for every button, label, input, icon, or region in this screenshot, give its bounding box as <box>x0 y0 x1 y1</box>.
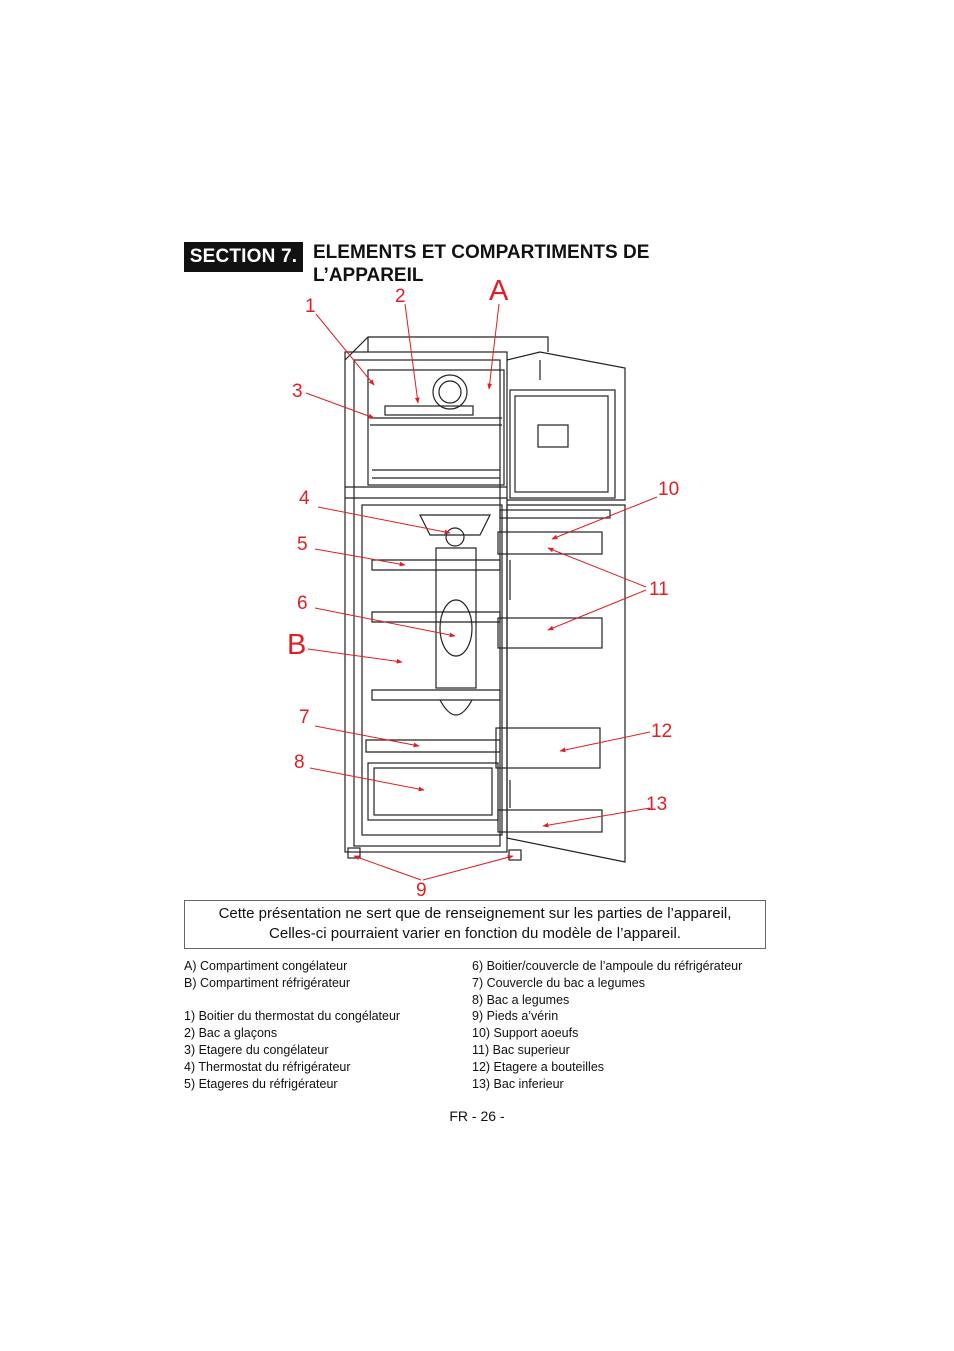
callout-2: 2 <box>395 286 406 307</box>
notice-box: Cette présentation ne sert que de rensei… <box>184 900 766 949</box>
legend-item: 2) Bac a glaçons <box>184 1026 278 1041</box>
callout-4: 4 <box>299 488 310 509</box>
notice-line1: Cette présentation ne sert que de rensei… <box>218 905 732 922</box>
legend-item: 3) Etagere du congélateur <box>184 1042 329 1057</box>
section-title: ELEMENTS ET COMPARTIMENTS DE L’APPAREIL <box>313 241 673 287</box>
legend-spacer <box>184 992 400 1009</box>
page-number: FR - 26 - <box>449 1108 505 1124</box>
callout-13: 13 <box>646 794 667 815</box>
legend-item: 13) Bac inferieur <box>472 1076 564 1091</box>
notice-line2: Celles-ci pourraient varier en fonction … <box>269 925 681 942</box>
callout-12: 12 <box>651 721 672 742</box>
callout-11: 11 <box>649 579 669 600</box>
callout-9: 9 <box>416 880 427 901</box>
fridge-cabinet <box>344 336 626 863</box>
legend-left: A) Compartiment congélateur B) Compartim… <box>184 958 400 1092</box>
callout-B: B <box>287 629 306 661</box>
callout-10: 10 <box>658 479 679 500</box>
legend-item: 4) Thermostat du réfrigérateur <box>184 1059 351 1074</box>
legend-item: 5) Etageres du réfrigérateur <box>184 1076 338 1091</box>
callout-6: 6 <box>297 593 308 614</box>
callout-lines <box>305 303 658 881</box>
legend-item: 9) Pieds a’vérin <box>472 1009 559 1024</box>
legend-item: 7) Couvercle du bac a legumes <box>472 975 646 990</box>
legend-item: 1) Boitier du thermostat du congélateur <box>184 1009 401 1024</box>
legend-item: 11) Bac superieur <box>472 1042 570 1057</box>
legend-item: A) Compartiment congélateur <box>184 959 348 973</box>
legend-item: 8) Bac a legumes <box>472 992 570 1007</box>
legend-right: 6) Boitier/couvercle de l’ampoule du réf… <box>472 958 742 1092</box>
callout-5: 5 <box>297 534 308 555</box>
section-title-line1: ELEMENTS ET COMPARTIMENTS DE <box>313 242 650 263</box>
callout-labels: 1 2 A 3 4 5 6 B 7 8 9 10 11 12 13 <box>287 275 679 901</box>
section-title-line2: L’APPAREIL <box>313 265 424 286</box>
callout-3: 3 <box>292 381 303 402</box>
callout-1: 1 <box>305 296 316 317</box>
callout-A: A <box>489 275 509 307</box>
legend-item: B) Compartiment réfrigérateur <box>184 975 351 990</box>
callout-7: 7 <box>299 707 310 728</box>
legend-item: 6) Boitier/couvercle de l’ampoule du réf… <box>472 959 743 973</box>
callout-8: 8 <box>294 752 305 773</box>
legend-item: 10) Support aoeufs <box>472 1026 579 1041</box>
legend-item: 12) Etagere a bouteilles <box>472 1059 605 1074</box>
section-badge: SECTION 7. <box>184 242 303 272</box>
